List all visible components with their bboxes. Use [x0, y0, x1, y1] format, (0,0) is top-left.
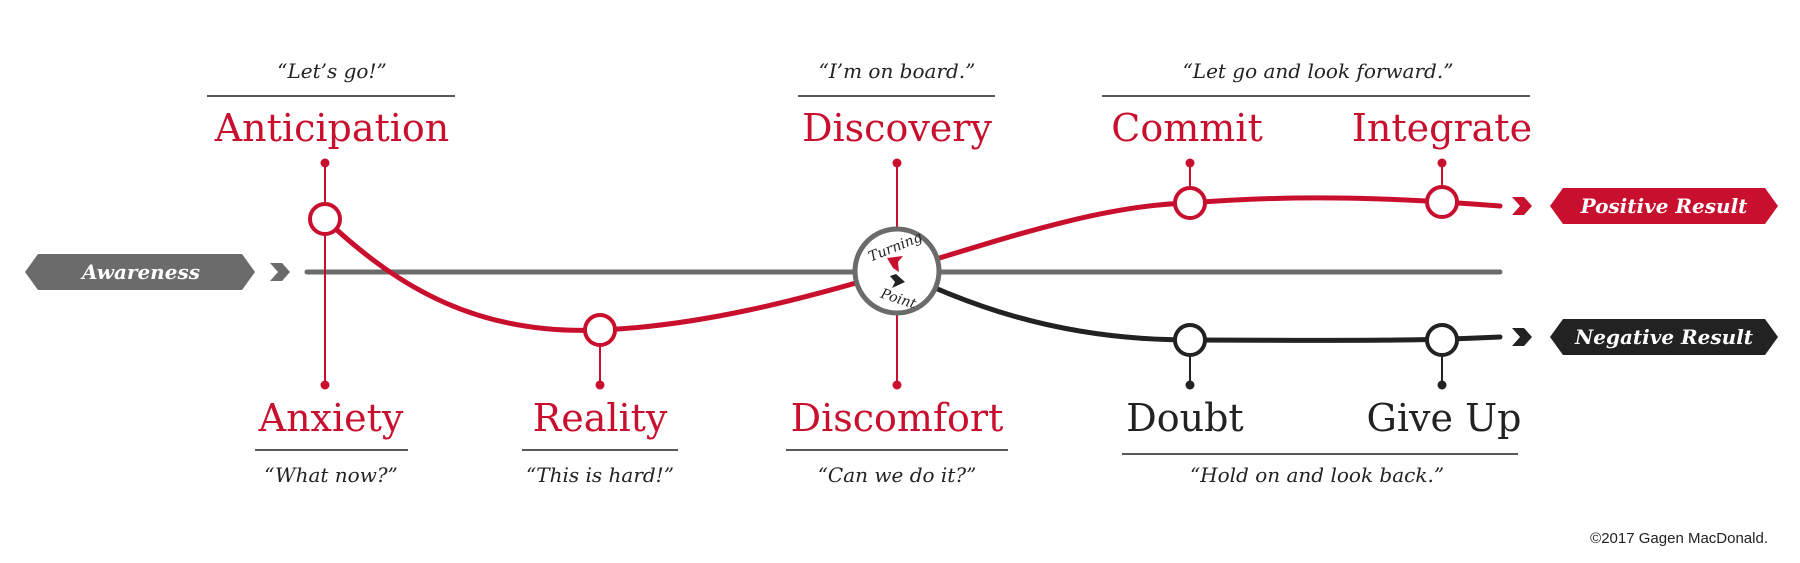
awareness-tag-label: Awareness	[80, 260, 200, 284]
anticipation-quote: “Let’s go!”	[277, 59, 386, 83]
negative-result-tag-shape	[1550, 319, 1778, 355]
stage-discovery: Discovery	[802, 106, 992, 150]
connector-dot	[595, 380, 605, 390]
commit-node	[1173, 186, 1207, 220]
stage-commit: Commit	[1111, 106, 1262, 150]
connector-dot	[1437, 380, 1447, 390]
reality-node	[583, 313, 617, 347]
negative-result-label: Negative Result	[1574, 325, 1754, 349]
awareness-tag-shape	[25, 254, 255, 290]
integrate-node	[1425, 185, 1459, 219]
arrow-down-icon	[890, 274, 905, 288]
connector-dot	[320, 380, 330, 390]
stage-reality: Reality	[533, 396, 668, 440]
stage-doubt: Doubt	[1126, 396, 1243, 440]
arrow-up-icon	[887, 256, 903, 272]
stage-anxiety: Anxiety	[258, 396, 404, 440]
anticipation-node	[308, 202, 342, 236]
discomfort-quote: “Can we do it?”	[818, 463, 977, 487]
chevron-right-icon	[1512, 328, 1532, 346]
connector-dot	[1185, 380, 1195, 390]
discovery-quote: “I’m on board.”	[819, 59, 976, 83]
stage-anticipation: Anticipation	[214, 106, 450, 150]
turning-point-badge: Turning Point	[852, 226, 942, 316]
anxiety-quote: “What now?”	[264, 463, 398, 487]
connector-dot	[892, 380, 902, 390]
copyright: ©2017 Gagen MacDonald.	[1590, 530, 1768, 547]
commit-integrate-quote: “Let go and look forward.”	[1183, 59, 1454, 83]
doubt-node	[1173, 323, 1207, 357]
positive-result-tag-shape	[1550, 188, 1778, 224]
stage-discomfort: Discomfort	[791, 396, 1004, 440]
give-up-node	[1425, 323, 1459, 357]
positive-result-label: Positive Result	[1580, 194, 1749, 218]
chevron-right-icon	[270, 263, 290, 281]
stage-give-up: Give Up	[1367, 396, 1522, 440]
chevron-right-icon	[1512, 197, 1532, 215]
reality-quote: “This is hard!”	[526, 463, 674, 487]
doubt-give-up-quote: “Hold on and look back.”	[1190, 463, 1444, 487]
stage-integrate: Integrate	[1352, 106, 1532, 150]
